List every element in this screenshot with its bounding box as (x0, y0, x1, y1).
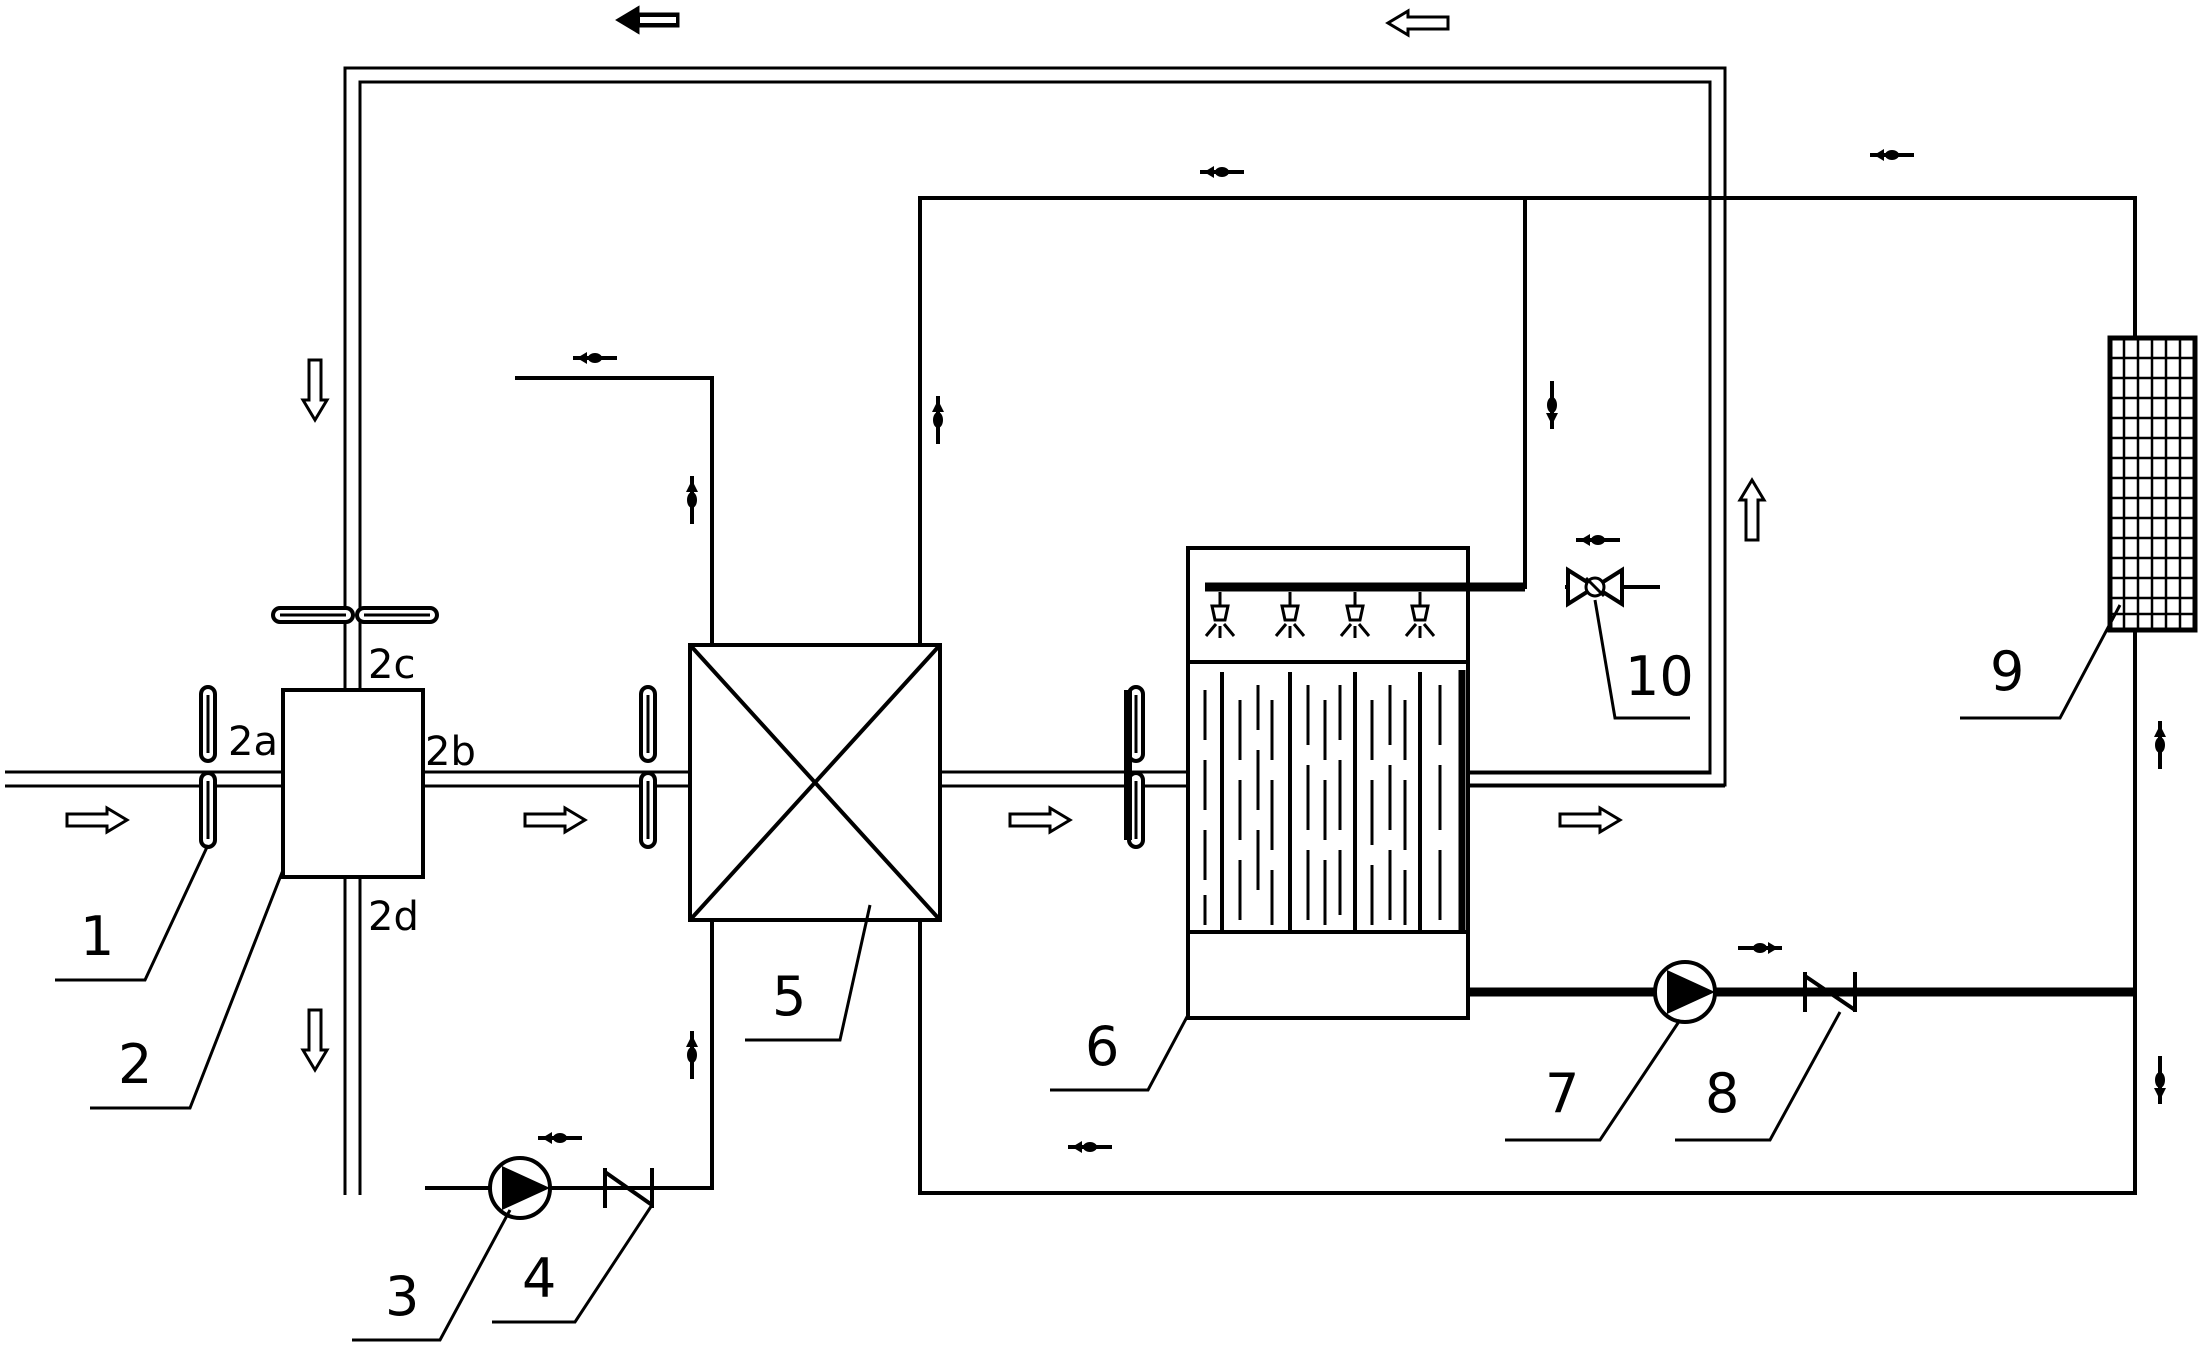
check-valve-4 (603, 1168, 654, 1208)
label-2: 2 (118, 1033, 152, 1096)
label-10: 10 (1625, 645, 1694, 708)
port-label-2a: 2a (228, 719, 278, 765)
valve-10 (1566, 566, 1624, 608)
label-4: 4 (522, 1247, 556, 1310)
label-6: 6 (1085, 1015, 1119, 1078)
heat-exchanger (688, 643, 942, 922)
damper-6-inlet (1124, 685, 1145, 849)
check-valve-8 (1803, 972, 1857, 1012)
component-labels: 1 2 3 4 5 6 7 8 9 10 (80, 640, 2024, 1328)
cooling-coil (2107, 335, 2198, 633)
damper-2c (271, 606, 439, 624)
port-label-2b: 2b (425, 729, 476, 775)
label-9: 9 (1990, 640, 2024, 703)
damper-5-inlet (639, 685, 657, 849)
label-1: 1 (80, 905, 114, 968)
mixing-box (281, 688, 425, 879)
air-flow-arrows (65, 5, 1766, 1072)
port-label-2c: 2c (368, 642, 415, 688)
pump-7 (1653, 960, 1717, 1024)
label-3: 3 (385, 1265, 419, 1328)
label-5: 5 (772, 965, 806, 1028)
pump-3 (488, 1156, 552, 1220)
spray-chamber (1186, 546, 1525, 1020)
label-7: 7 (1545, 1062, 1579, 1125)
port-label-2d: 2d (368, 894, 419, 940)
damper-1 (199, 685, 217, 849)
port-labels: 2a 2b 2c 2d (228, 642, 476, 940)
return-air-duct (343, 66, 1727, 1195)
label-8: 8 (1705, 1062, 1739, 1125)
leader-lines (55, 599, 2122, 1342)
